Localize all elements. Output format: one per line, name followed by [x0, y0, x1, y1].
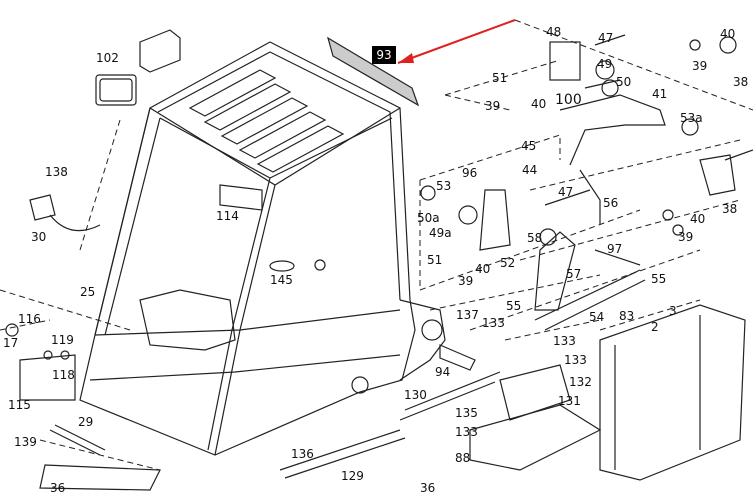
label-47: 47 [558, 185, 573, 199]
label-145: 145 [270, 273, 293, 287]
label-53a: 53a [680, 111, 703, 125]
label-39: 39 [692, 59, 707, 73]
label-40: 40 [531, 97, 546, 111]
highlight-arrowhead [398, 53, 414, 63]
label-139: 139 [14, 435, 37, 449]
label-133: 133 [482, 316, 505, 330]
cab-frame [79, 41, 416, 456]
label-114: 114 [216, 209, 239, 223]
label-49a: 49a [429, 226, 452, 240]
label-133: 133 [564, 353, 587, 367]
label-39: 39 [485, 99, 500, 113]
label-115: 115 [8, 398, 31, 412]
label-51: 51 [427, 253, 442, 267]
label-116: 116 [18, 312, 41, 326]
label-130: 130 [404, 388, 427, 402]
label-45: 45 [521, 139, 536, 153]
label-55: 55 [651, 272, 666, 286]
label-40: 40 [690, 212, 705, 226]
label-3: 3 [669, 304, 677, 318]
label-129: 129 [341, 469, 364, 483]
label-88: 88 [455, 451, 470, 465]
label-133: 133 [455, 425, 478, 439]
label-58: 58 [527, 231, 542, 245]
label-44: 44 [522, 163, 537, 177]
label-135: 135 [455, 406, 478, 420]
label-53: 53 [436, 179, 451, 193]
label-57: 57 [566, 267, 581, 281]
label-102: 102 [96, 51, 119, 65]
label-119: 119 [51, 333, 74, 347]
label-2: 2 [651, 320, 659, 334]
label-36: 36 [50, 481, 65, 492]
label-38: 38 [722, 202, 737, 216]
label-55: 55 [506, 299, 521, 313]
label-83: 83 [619, 309, 634, 323]
label-137: 137 [456, 308, 479, 322]
label-41: 41 [652, 87, 667, 101]
label-40: 40 [475, 262, 490, 276]
label-51: 51 [492, 71, 507, 85]
label-100: 100 [555, 92, 582, 108]
label-36: 36 [420, 481, 435, 492]
label-40: 40 [720, 27, 735, 41]
label-50: 50 [616, 75, 631, 89]
label-56: 56 [603, 196, 618, 210]
label-132: 132 [569, 375, 592, 389]
part-93-strip [327, 36, 420, 107]
label-97: 97 [607, 242, 622, 256]
label-138: 138 [45, 165, 68, 179]
label-133: 133 [553, 334, 576, 348]
highlight-callout-93: 93 [372, 46, 396, 64]
label-136: 136 [291, 447, 314, 461]
label-50a: 50a [417, 211, 440, 225]
label-54: 54 [589, 310, 604, 324]
label-39: 39 [678, 230, 693, 244]
label-38: 38 [733, 75, 748, 89]
label-39: 39 [458, 274, 473, 288]
label-96: 96 [462, 166, 477, 180]
label-52: 52 [500, 256, 515, 270]
label-47: 47 [598, 31, 613, 45]
label-49: 49 [597, 57, 612, 71]
label-131: 131 [558, 394, 581, 408]
label-17: 17 [3, 336, 18, 350]
highlight-arrow [397, 19, 516, 64]
label-48: 48 [546, 25, 561, 39]
label-118: 118 [52, 368, 75, 382]
label-30: 30 [31, 230, 46, 244]
label-94: 94 [435, 365, 450, 379]
label-25: 25 [80, 285, 95, 299]
label-29: 29 [78, 415, 93, 429]
